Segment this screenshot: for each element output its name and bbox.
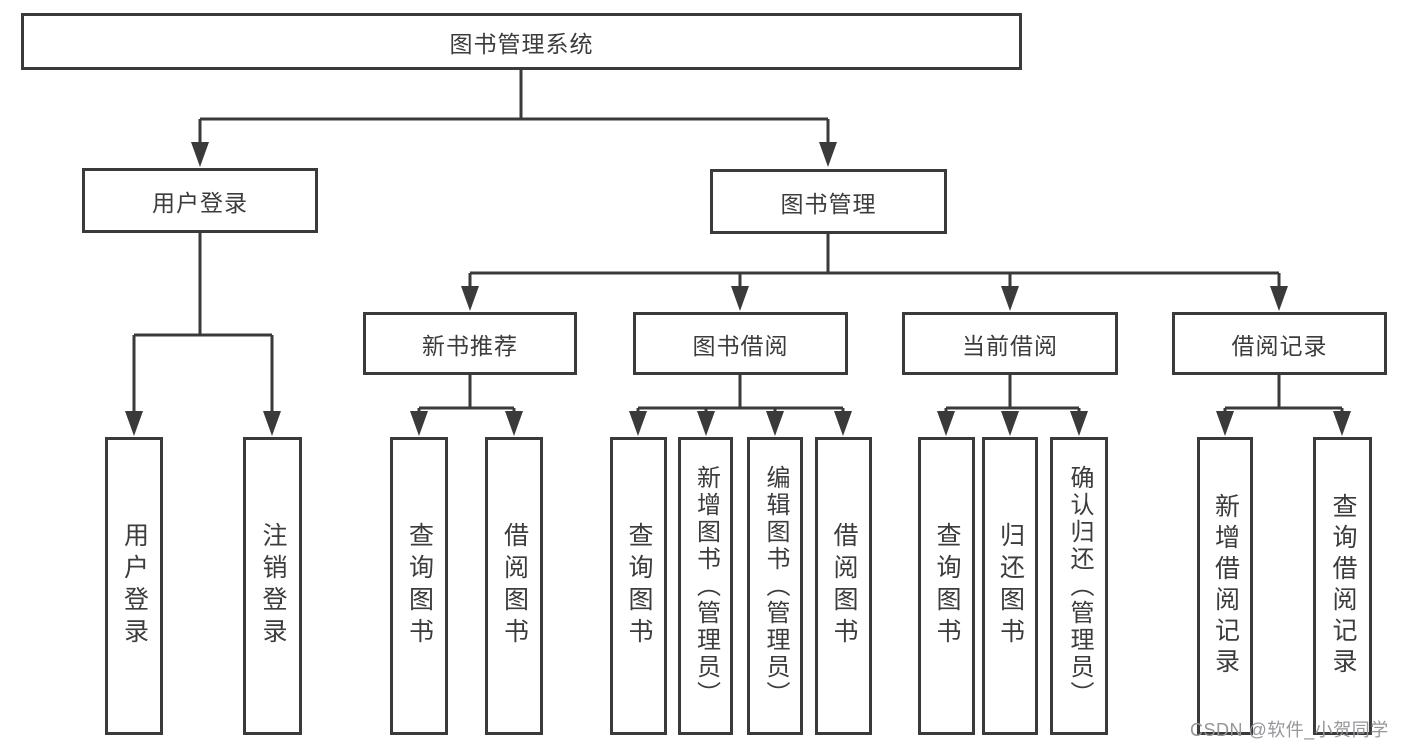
node-label: 编辑图书（管理员） bbox=[762, 464, 789, 708]
leaf-confirm-return-admin: 确认归还（管理员） bbox=[1050, 437, 1108, 735]
leaf-query-borrow-record: 查询借阅记录 bbox=[1313, 437, 1372, 735]
leaf-add-book-admin: 新增图书（管理员） bbox=[678, 437, 733, 735]
node-label: 查询图书 bbox=[625, 522, 653, 650]
node-borrow-records: 借阅记录 bbox=[1172, 312, 1387, 375]
node-label: 查询图书 bbox=[933, 522, 961, 650]
leaf-borrow-books-2: 借阅图书 bbox=[815, 437, 872, 735]
node-label: 查询图书 bbox=[405, 522, 434, 650]
node-book-borrow: 图书借阅 bbox=[633, 312, 848, 375]
node-label: 用户登录 bbox=[152, 189, 248, 216]
leaf-return-book: 归还图书 bbox=[982, 437, 1038, 735]
node-label: 新书推荐 bbox=[422, 332, 518, 359]
leaf-user-login: 用户登录 bbox=[105, 437, 163, 735]
node-label: 图书管理 bbox=[780, 190, 877, 217]
node-label: 借阅图书 bbox=[830, 522, 858, 650]
node-label: 归还图书 bbox=[996, 522, 1025, 650]
leaf-edit-book-admin: 编辑图书（管理员） bbox=[747, 437, 803, 735]
leaf-logout: 注销登录 bbox=[243, 437, 302, 735]
node-library-system: 图书管理系统 bbox=[21, 13, 1022, 70]
leaf-query-books-3: 查询图书 bbox=[918, 437, 975, 735]
node-label: 图书借阅 bbox=[692, 332, 789, 359]
leaf-query-books-1: 查询图书 bbox=[390, 437, 448, 735]
node-label: 借阅图书 bbox=[500, 522, 529, 650]
node-new-book-recommend: 新书推荐 bbox=[363, 312, 577, 375]
node-label: 借阅记录 bbox=[1231, 332, 1328, 359]
leaf-add-borrow-record: 新增借阅记录 bbox=[1197, 437, 1253, 735]
node-user-login: 用户登录 bbox=[82, 168, 318, 233]
csdn-watermark: CSDN @软件_小贺同学 bbox=[1190, 720, 1389, 740]
node-label: 新增图书（管理员） bbox=[692, 464, 720, 708]
node-current-borrow: 当前借阅 bbox=[902, 312, 1118, 375]
node-book-management: 图书管理 bbox=[710, 169, 947, 234]
node-label: 用户登录 bbox=[120, 522, 149, 650]
node-label: 确认归还（管理员） bbox=[1066, 464, 1093, 708]
leaf-query-books-2: 查询图书 bbox=[610, 437, 667, 735]
node-label: 图书管理系统 bbox=[449, 30, 594, 57]
node-label: 注销登录 bbox=[259, 522, 287, 650]
node-label: 新增借阅记录 bbox=[1211, 493, 1240, 679]
node-label: 当前借阅 bbox=[962, 332, 1058, 359]
node-label: 查询借阅记录 bbox=[1329, 493, 1357, 679]
leaf-borrow-books-1: 借阅图书 bbox=[485, 437, 543, 735]
